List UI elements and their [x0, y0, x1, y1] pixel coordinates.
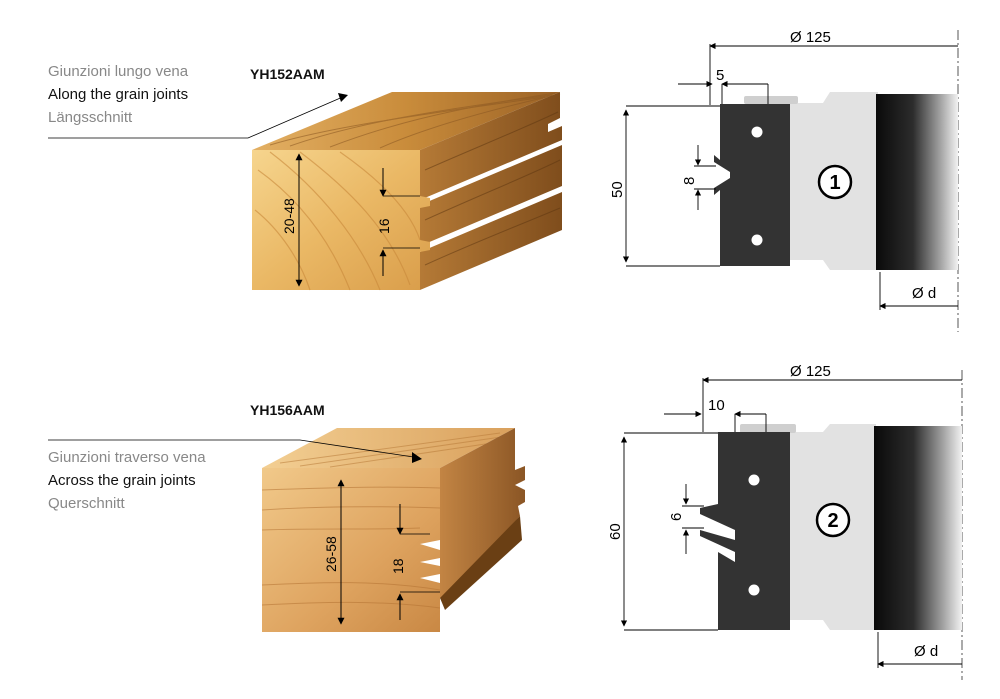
bottom-product-code: YH156AAM — [250, 402, 325, 418]
bottom-cutter-tooth: 6 — [668, 513, 685, 521]
bottom-dim-offset: 18 — [390, 558, 406, 574]
top-label-english: Along the grain joints — [48, 86, 189, 103]
top-label-german: Längsschnitt — [48, 109, 133, 126]
top-dim-height: 20-48 — [281, 198, 297, 234]
top-cutter — [714, 30, 959, 332]
top-cutter-tooth: 8 — [681, 177, 698, 185]
top-cutter-diameter: Ø 125 — [790, 29, 831, 46]
top-product-code: YH152AAM — [250, 66, 325, 82]
top-wood-block — [252, 92, 562, 291]
bottom-leader-line — [48, 439, 421, 459]
bottom-label-italian: Giunzioni traverso vena — [48, 449, 206, 466]
top-cutter-number: 1 — [829, 172, 840, 194]
bottom-label-german: Querschnitt — [48, 495, 125, 512]
bottom-cutter — [700, 370, 963, 680]
bottom-cutter-number: 2 — [827, 510, 838, 532]
top-label-italian: Giunzioni lungo vena — [48, 63, 189, 80]
top-dim-offset: 16 — [376, 218, 392, 234]
bottom-wood-block — [261, 428, 525, 632]
bottom-cutter-bore: Ø d — [914, 643, 938, 660]
bottom-cutter-width: 10 — [708, 397, 725, 414]
bottom-cutter-diameter: Ø 125 — [790, 363, 831, 380]
bottom-dim-height: 26-58 — [323, 536, 339, 572]
top-cutter-dimensions — [622, 42, 958, 310]
top-cutter-bore: Ø d — [912, 285, 936, 302]
bottom-cutter-height: 60 — [607, 523, 624, 540]
top-cutter-width: 5 — [716, 67, 724, 84]
bottom-label-english: Across the grain joints — [48, 472, 196, 489]
top-cutter-height: 50 — [609, 181, 626, 198]
bottom-cutter-dimensions — [620, 376, 962, 668]
top-leader-line — [48, 95, 346, 139]
